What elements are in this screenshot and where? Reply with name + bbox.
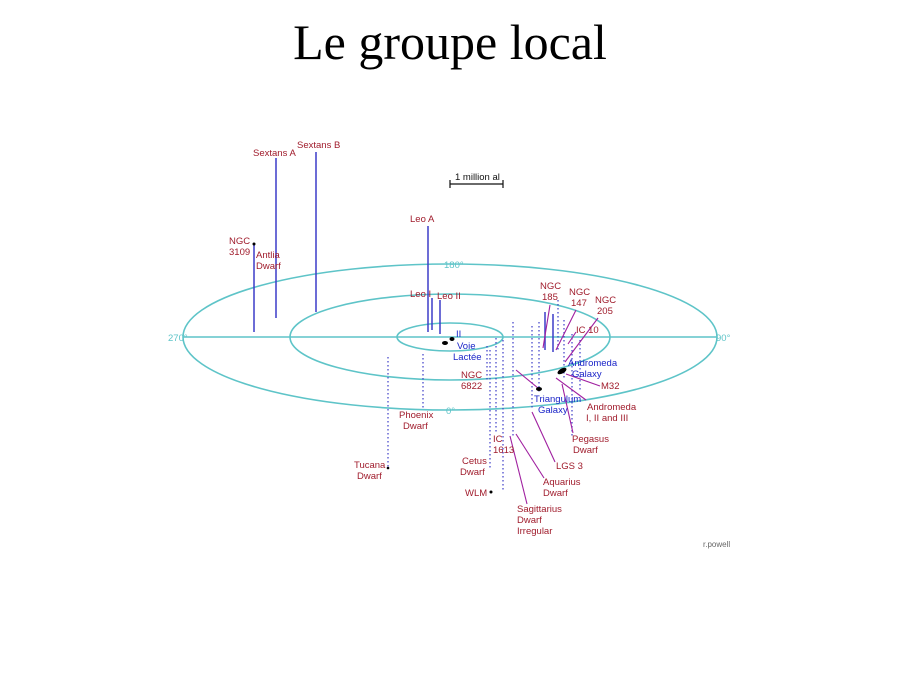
label-aquarius-1: Aquarius bbox=[543, 477, 581, 488]
label-ii: II bbox=[456, 329, 461, 340]
label-aquarius-2: Dwarf bbox=[543, 488, 568, 499]
angle-180: 180° bbox=[444, 260, 464, 271]
label-leo-a: Leo A bbox=[410, 214, 435, 225]
pointer-ic10 bbox=[567, 331, 577, 345]
label-ic10: IC 10 bbox=[576, 325, 599, 336]
pointer-ngc205 bbox=[564, 317, 599, 363]
galaxy-markers bbox=[252, 242, 567, 494]
milky-way-marker-2 bbox=[449, 337, 455, 341]
pointer-lines bbox=[509, 304, 601, 505]
rings bbox=[182, 263, 718, 411]
stalks-below bbox=[387, 300, 581, 492]
credit-text: r.powell bbox=[703, 540, 730, 549]
label-ic1613-2: 1613 bbox=[493, 445, 514, 456]
pointer-aquarius bbox=[515, 433, 545, 479]
pointer-andro-sat bbox=[555, 377, 587, 401]
label-ngc205-1: NGC bbox=[595, 295, 616, 306]
label-antlia-2: Dwarf bbox=[256, 261, 281, 272]
red-labels: Sextans A Sextans B Leo A NGC 3109 Antli… bbox=[229, 140, 637, 537]
label-ngc3109-1: NGC bbox=[229, 236, 250, 247]
pointer-m32 bbox=[565, 373, 601, 387]
pointer-lgs3 bbox=[531, 411, 556, 463]
angle-labels: 180° 270° 90° 0° bbox=[168, 260, 731, 417]
label-cetus-2: Dwarf bbox=[460, 467, 485, 478]
label-ngc205-2: 205 bbox=[597, 306, 613, 317]
label-andromeda-1: Andromeda bbox=[568, 358, 618, 369]
label-ngc147-2: 147 bbox=[571, 298, 587, 309]
label-phoenix-2: Dwarf bbox=[403, 421, 428, 432]
triangulum-marker bbox=[536, 387, 542, 391]
tucana-dot bbox=[386, 466, 390, 470]
label-lgs3: LGS 3 bbox=[556, 461, 583, 472]
label-ngc6822-2: 6822 bbox=[461, 381, 482, 392]
label-phoenix-1: Phoenix bbox=[399, 410, 434, 421]
label-triangulum-2: Galaxy bbox=[538, 405, 568, 416]
label-antlia-1: Antlia bbox=[256, 250, 280, 261]
label-wlm: WLM bbox=[465, 488, 487, 499]
label-ngc3109-2: 3109 bbox=[229, 247, 250, 258]
slide-title: Le groupe local bbox=[293, 14, 607, 70]
stalks-above bbox=[253, 152, 554, 352]
label-leo-i: Leo I bbox=[410, 289, 431, 300]
label-m32: M32 bbox=[601, 381, 619, 392]
label-sextans-a: Sextans A bbox=[253, 148, 296, 159]
label-ngc185-1: NGC bbox=[540, 281, 561, 292]
label-sagittarius-1: Sagittarius bbox=[517, 504, 562, 515]
label-ngc6822-1: NGC bbox=[461, 370, 482, 381]
label-triangulum-1: Triangulum bbox=[534, 394, 581, 405]
label-leo-ii: Leo II bbox=[437, 291, 461, 302]
label-tucana-2: Dwarf bbox=[357, 471, 382, 482]
label-pegasus-1: Pegasus bbox=[572, 434, 609, 445]
pointer-ngc185 bbox=[542, 304, 551, 349]
label-sextans-b: Sextans B bbox=[297, 140, 340, 151]
label-sagittarius-3: Irregular bbox=[517, 526, 552, 537]
scale-bar: 1 million al bbox=[449, 172, 504, 188]
milky-way-marker bbox=[442, 341, 448, 345]
label-andro-sat-1: Andromeda bbox=[587, 402, 637, 413]
pointer-ngc147 bbox=[555, 309, 577, 351]
label-pegasus-2: Dwarf bbox=[573, 445, 598, 456]
label-sagittarius-2: Dwarf bbox=[517, 515, 542, 526]
label-andro-sat-2: I, II and III bbox=[586, 413, 628, 424]
label-tucana-1: Tucana bbox=[354, 460, 386, 471]
pointer-sagittarius bbox=[509, 435, 528, 505]
label-lactee: Lactée bbox=[453, 352, 482, 363]
ngc3109-dot bbox=[252, 242, 256, 246]
pointer-pegasus bbox=[561, 383, 574, 434]
label-voie: Voie bbox=[457, 341, 476, 352]
label-andromeda-2: Galaxy bbox=[572, 369, 602, 380]
angle-0: 0° bbox=[446, 406, 455, 417]
wlm-dot bbox=[489, 490, 493, 494]
blue-labels: II Voie Lactée Andromeda Galaxy Triangul… bbox=[453, 329, 618, 416]
pointer-triangulum bbox=[515, 369, 539, 389]
label-ngc185-2: 185 bbox=[542, 292, 558, 303]
andromeda-marker bbox=[557, 367, 567, 375]
scale-label: 1 million al bbox=[455, 172, 500, 183]
label-cetus-1: Cetus bbox=[462, 456, 487, 467]
label-ngc147-1: NGC bbox=[569, 287, 590, 298]
angle-90: 90° bbox=[716, 333, 731, 344]
angle-270: 270° bbox=[168, 333, 188, 344]
label-ic1613-1: IC bbox=[493, 434, 503, 445]
